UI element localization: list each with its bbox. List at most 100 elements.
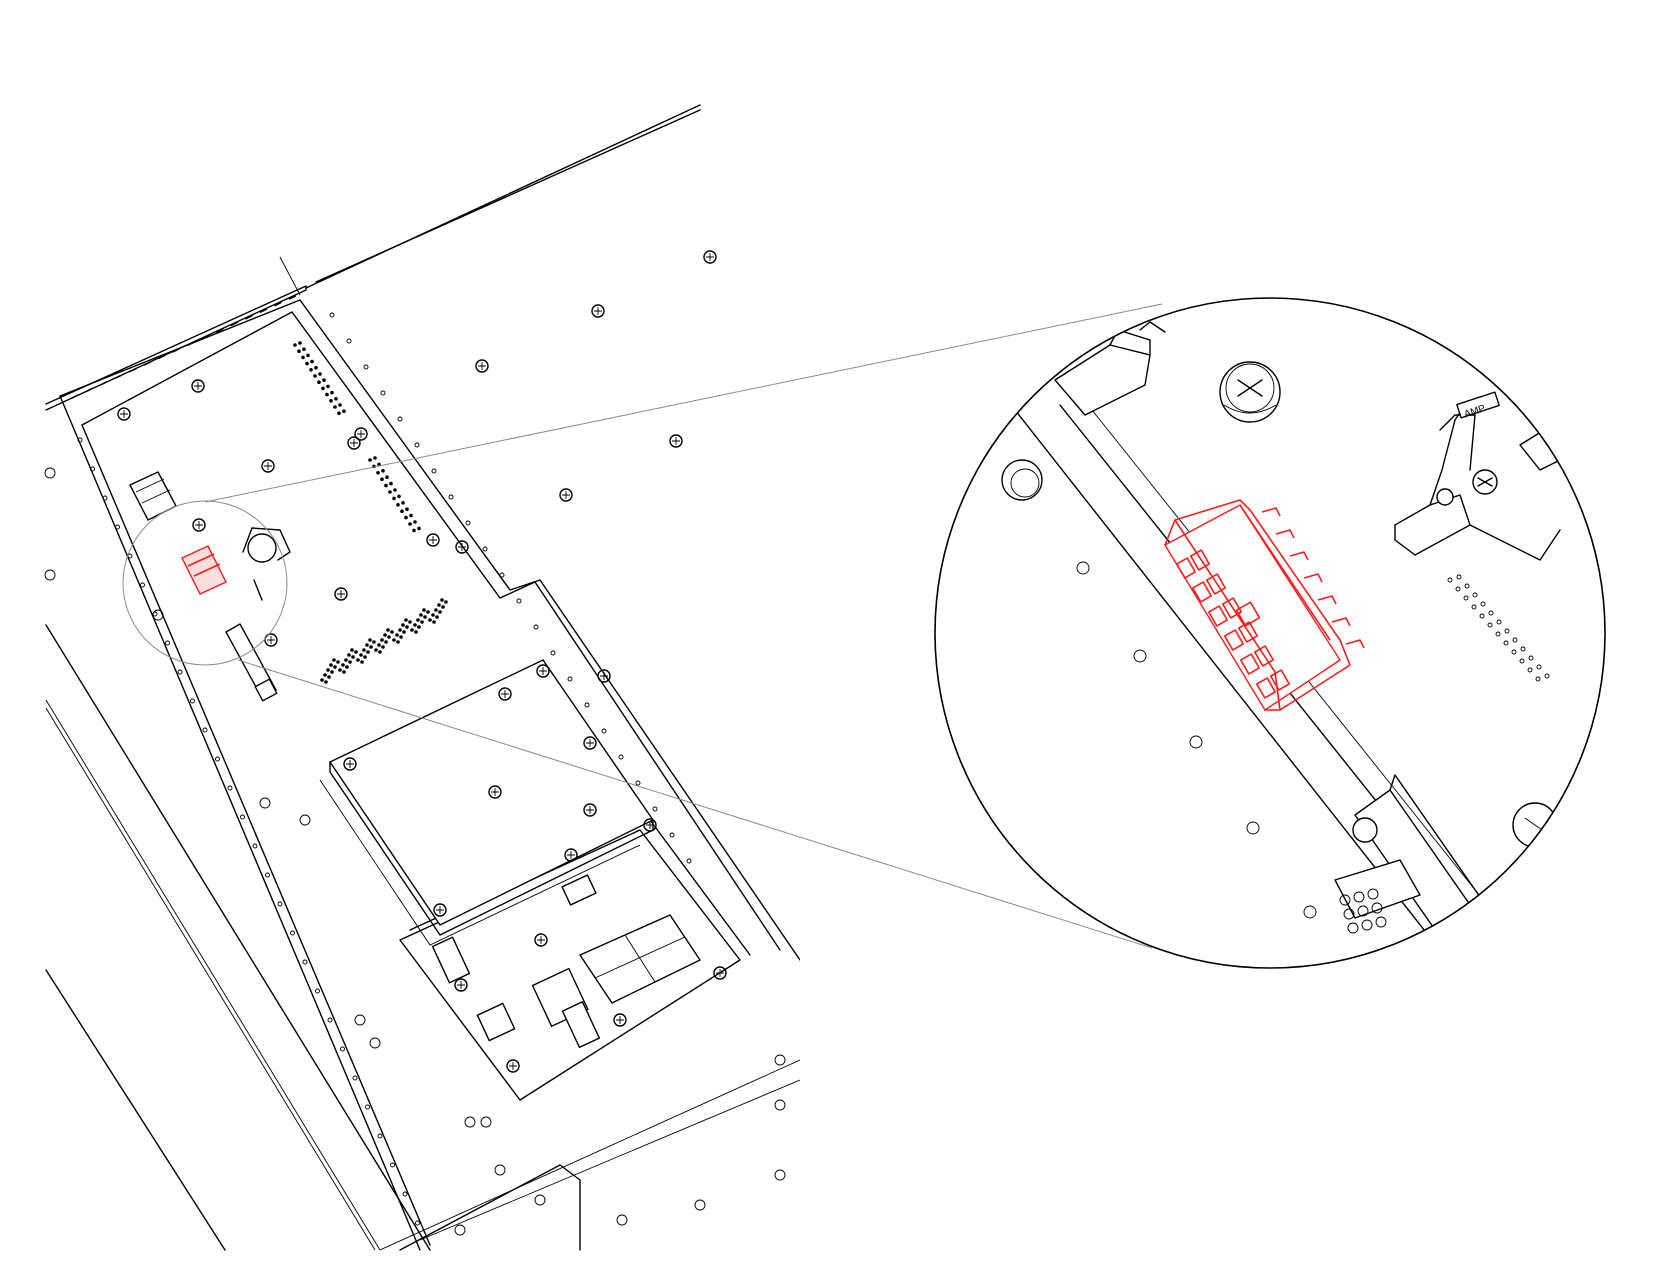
screw-icon xyxy=(564,848,578,862)
connector-pin xyxy=(1206,573,1226,595)
hole xyxy=(152,609,164,621)
vent-hole xyxy=(345,665,349,669)
hole xyxy=(259,797,271,809)
power-jack xyxy=(531,967,601,1049)
connector-latch xyxy=(1345,639,1365,649)
screw-icon xyxy=(597,669,611,683)
screw-icon xyxy=(117,407,131,421)
vent-hole xyxy=(398,628,402,632)
vent-hole xyxy=(401,501,405,505)
vent-hole xyxy=(344,658,348,662)
hole xyxy=(215,756,220,762)
bracket-hole xyxy=(1375,916,1387,928)
hole xyxy=(402,1191,408,1197)
hole xyxy=(365,1104,370,1110)
hole xyxy=(329,312,335,318)
left-connector xyxy=(129,471,177,521)
vent-hole xyxy=(408,620,412,624)
vent-hole xyxy=(444,600,448,604)
hole xyxy=(464,1116,476,1128)
hole xyxy=(177,669,183,675)
hole xyxy=(635,780,641,786)
rail-slot xyxy=(216,328,224,333)
usb-port xyxy=(431,936,516,1042)
vent-hole xyxy=(363,655,367,659)
grid-dot xyxy=(1519,658,1525,664)
vent-hole xyxy=(384,640,388,644)
small-connector xyxy=(561,874,597,906)
hole xyxy=(448,494,454,500)
connector-latch xyxy=(1331,617,1351,627)
grid-dot xyxy=(1512,637,1518,643)
bracket-hole xyxy=(1347,922,1359,934)
screw-icon xyxy=(1512,802,1558,848)
hole xyxy=(202,727,208,733)
bracket-hole xyxy=(1367,888,1379,900)
vent-hole xyxy=(293,343,297,347)
vent-hole xyxy=(420,620,424,624)
grid-dot xyxy=(1455,586,1461,592)
hole xyxy=(354,1014,366,1026)
connector-latch xyxy=(1289,551,1309,561)
hole xyxy=(601,728,607,734)
hole xyxy=(774,1169,786,1181)
vent-hole xyxy=(416,618,420,622)
vent-hole xyxy=(396,640,400,644)
vent-hole xyxy=(402,630,406,634)
vent-hole xyxy=(333,405,337,409)
hole xyxy=(165,640,170,646)
daughter-card xyxy=(319,659,654,946)
grid-dot xyxy=(1472,592,1478,598)
screw-icon xyxy=(347,436,361,450)
hole xyxy=(315,988,320,994)
grid-dot xyxy=(1463,595,1469,601)
connector-latch xyxy=(1261,507,1281,517)
screw-icon xyxy=(536,664,550,678)
grid-dot xyxy=(1544,673,1550,679)
rail-slot xyxy=(274,301,282,307)
vent-hole xyxy=(347,653,351,657)
amp-connector: AMP xyxy=(1394,391,1561,561)
phillips-screw-icon xyxy=(1219,361,1281,423)
hole xyxy=(327,1017,333,1023)
ssd-module xyxy=(579,914,701,1004)
top-connector xyxy=(1054,321,1166,416)
vent-hole xyxy=(369,645,373,649)
hole xyxy=(369,1037,381,1049)
hole xyxy=(415,1220,420,1226)
vent-hole xyxy=(413,623,417,627)
vent-hole xyxy=(360,660,364,664)
vent-hole xyxy=(380,638,384,642)
rail-slot xyxy=(245,315,253,320)
bracket-hole xyxy=(1343,908,1355,920)
connector-pin xyxy=(1222,597,1242,619)
vent-hole xyxy=(393,488,397,492)
vent-hole xyxy=(320,678,324,682)
vent-hole xyxy=(374,648,378,652)
vent-hole xyxy=(414,630,418,634)
vent-hole xyxy=(301,355,305,360)
hole xyxy=(44,467,56,479)
hole xyxy=(340,1046,345,1052)
vent-hole xyxy=(381,469,385,473)
grid-dot xyxy=(1488,610,1494,616)
hole xyxy=(669,832,675,838)
vent-hole xyxy=(368,458,372,462)
hole xyxy=(44,569,56,581)
hole xyxy=(414,442,420,448)
hole xyxy=(346,338,352,344)
hole xyxy=(102,495,108,501)
rail-slot xyxy=(85,387,94,393)
grid-dot xyxy=(1464,583,1470,589)
vent-hole xyxy=(408,522,412,526)
vent-hole xyxy=(298,341,302,345)
grid-dot xyxy=(1447,577,1453,583)
vent-hole xyxy=(342,670,346,674)
vent-hole xyxy=(338,403,342,407)
vent-hole xyxy=(372,640,376,644)
screw-icon xyxy=(354,427,368,441)
vent-hole xyxy=(437,603,441,607)
vent-hole xyxy=(334,397,338,401)
screw-icon xyxy=(498,687,512,701)
